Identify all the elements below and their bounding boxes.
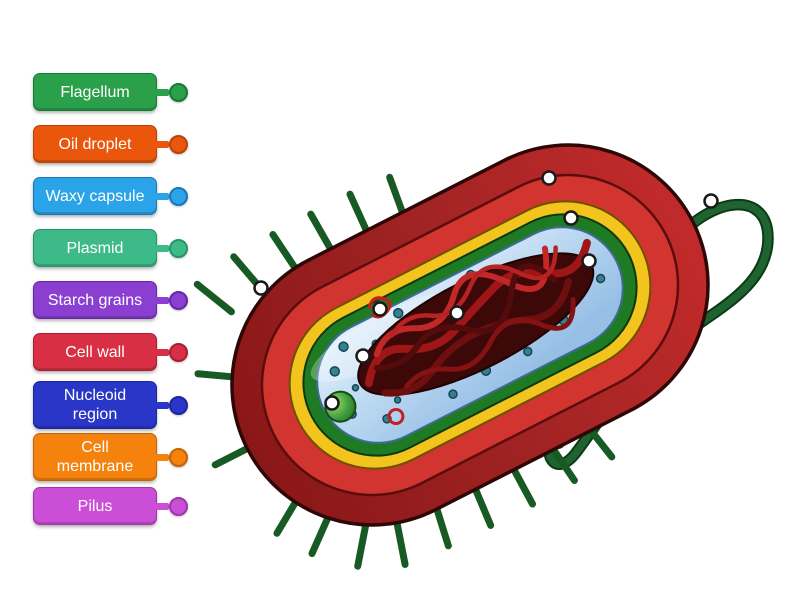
target-markers — [253, 170, 719, 411]
connector-dot[interactable] — [169, 447, 188, 467]
target-marker-8[interactable] — [372, 301, 388, 317]
label-text: Nucleoid region — [63, 387, 127, 423]
connector-line — [156, 140, 169, 148]
connector-dot[interactable] — [169, 342, 188, 362]
connector-line — [156, 401, 169, 409]
label-waxy-capsule[interactable]: Waxy capsule — [33, 177, 188, 215]
connector-line — [156, 88, 169, 96]
label-text: Cell membrane — [56, 439, 134, 475]
connector-dot[interactable] — [169, 238, 188, 258]
connector-line — [156, 348, 169, 356]
connector-line — [156, 502, 169, 510]
label-text: Starch grains — [47, 291, 143, 309]
label-text: Plasmid — [66, 239, 124, 257]
label-cell-wall[interactable]: Cell wall — [33, 333, 188, 371]
connector-dot[interactable] — [169, 82, 188, 102]
label-pilus[interactable]: Pilus — [33, 487, 188, 525]
target-marker-6[interactable] — [355, 348, 371, 364]
label-starch-grains[interactable]: Starch grains — [33, 281, 188, 319]
connector-line — [156, 192, 169, 200]
connector-line — [156, 244, 169, 252]
label-plasmid[interactable]: Plasmid — [33, 229, 188, 267]
nucleoid[interactable] — [339, 221, 617, 422]
connector-line — [156, 296, 169, 304]
label-oil-droplet[interactable]: Oil droplet — [33, 125, 188, 163]
connector-dot[interactable] — [169, 186, 188, 206]
label-text: Flagellum — [60, 83, 130, 101]
label-nucleoid-region[interactable]: Nucleoid region — [33, 381, 188, 429]
label-text: Pilus — [77, 497, 113, 515]
target-marker-3[interactable] — [581, 253, 597, 269]
connector-dot[interactable] — [169, 496, 188, 516]
label-text: Waxy capsule — [45, 187, 145, 205]
connector-dot[interactable] — [169, 134, 188, 154]
label-text: Cell wall — [65, 343, 125, 361]
target-marker-9[interactable] — [324, 395, 340, 411]
target-marker-7[interactable] — [449, 305, 465, 321]
label-cell-membrane[interactable]: Cell membrane — [33, 433, 188, 481]
label-text: Oil droplet — [58, 135, 132, 153]
target-marker-2[interactable] — [563, 210, 579, 226]
connector-line — [156, 453, 169, 461]
cell-body — [193, 143, 710, 570]
target-marker-4[interactable] — [703, 193, 719, 209]
connector-dot[interactable] — [169, 290, 188, 310]
target-marker-1[interactable] — [541, 170, 557, 186]
connector-dot[interactable] — [169, 395, 188, 415]
label-flagellum[interactable]: Flagellum — [33, 73, 188, 111]
target-marker-5[interactable] — [253, 280, 269, 296]
